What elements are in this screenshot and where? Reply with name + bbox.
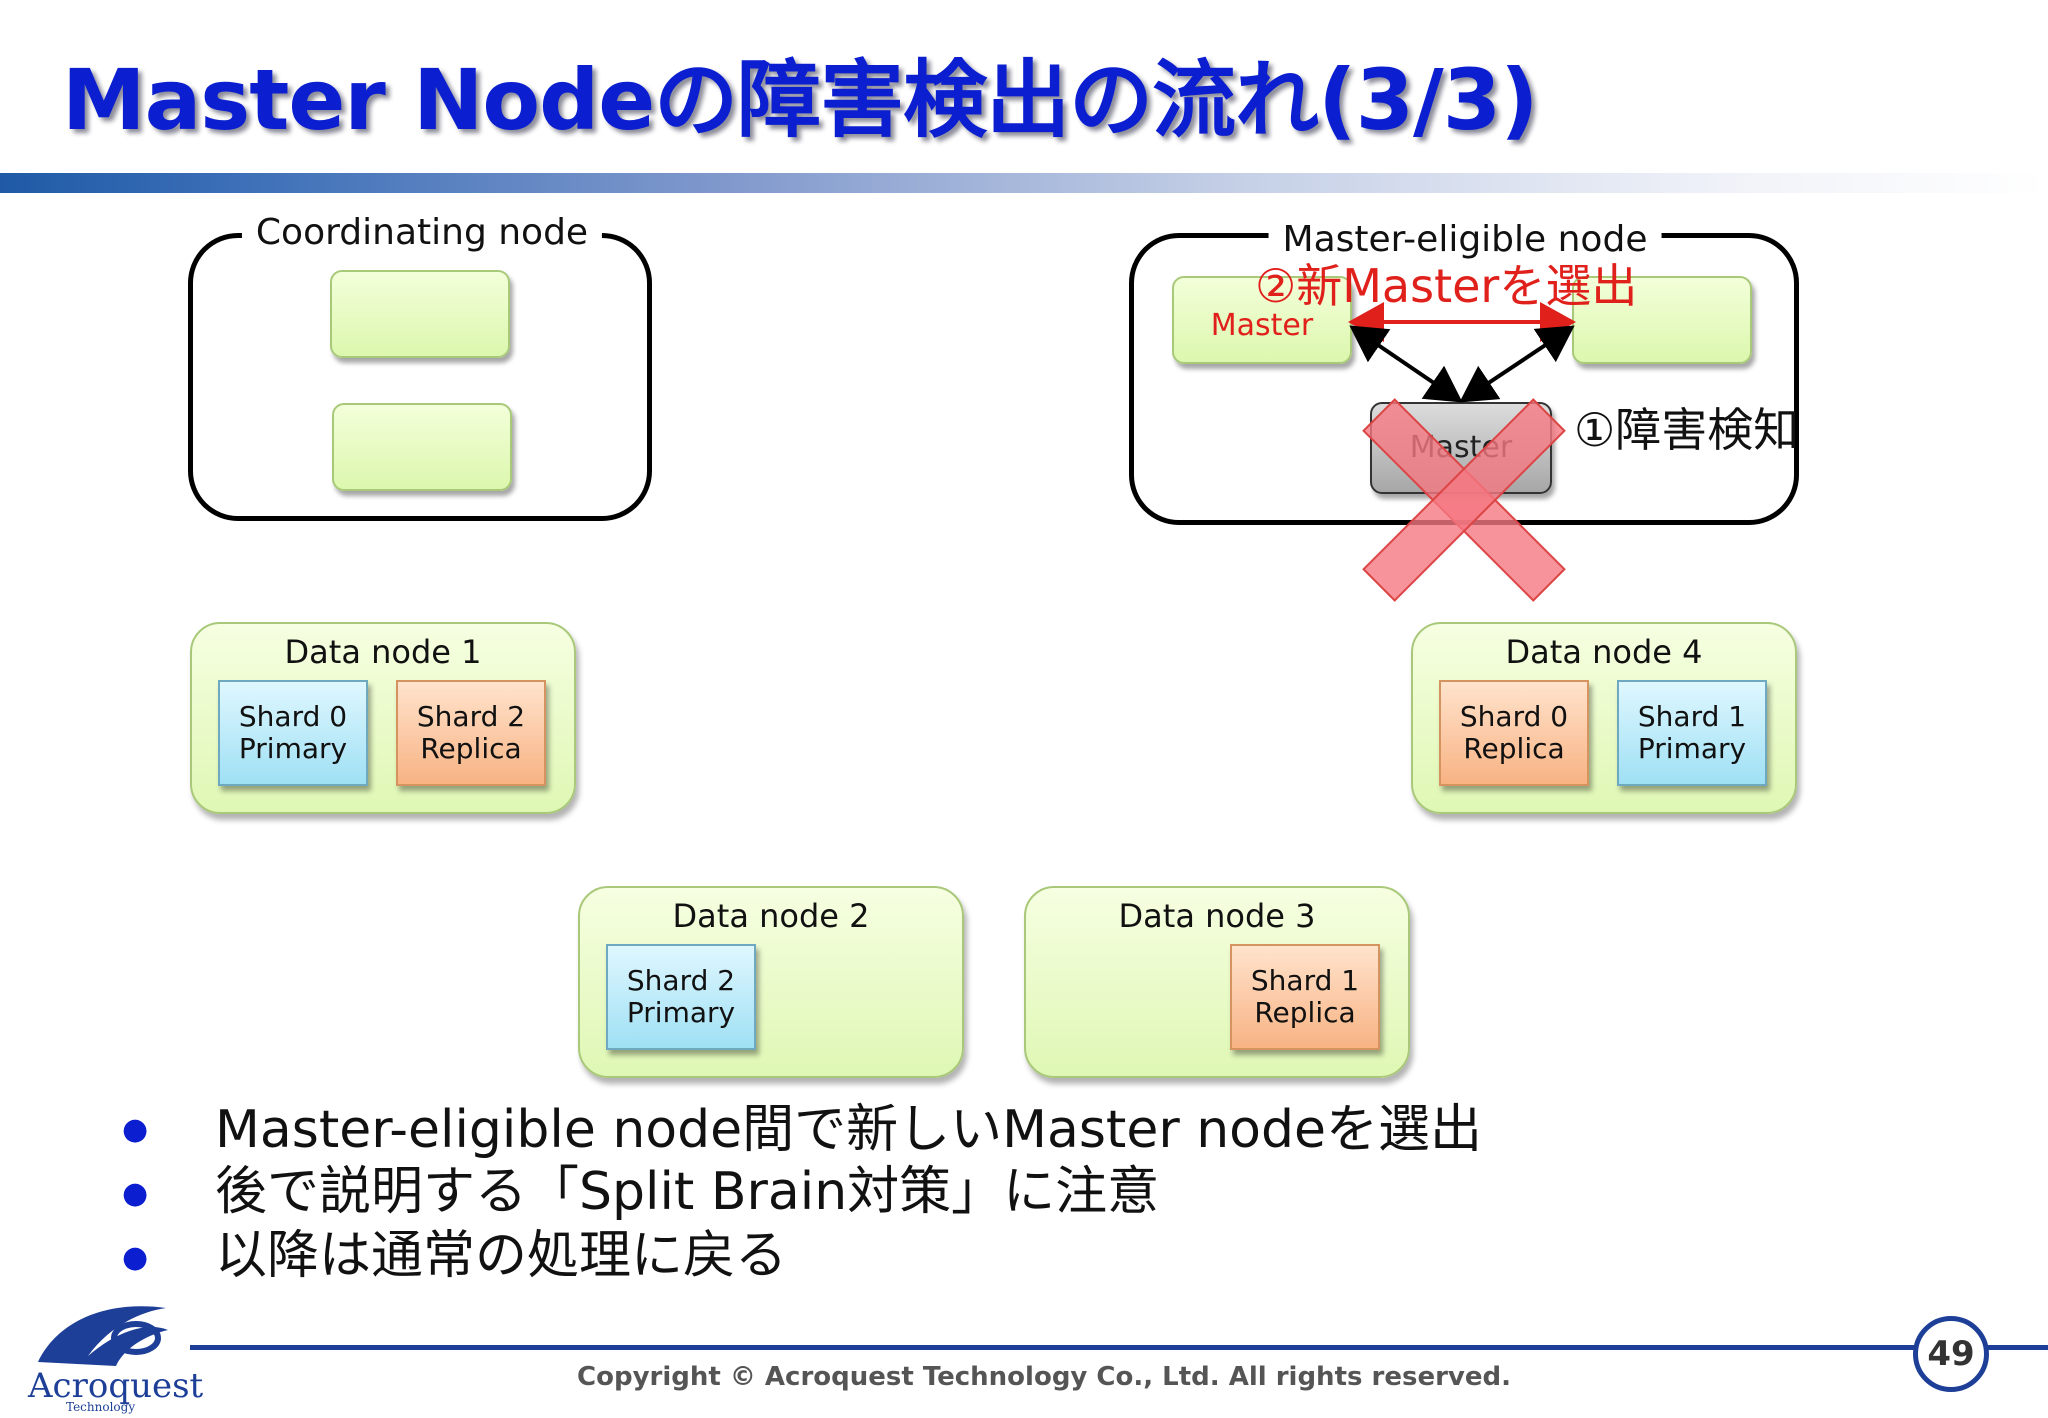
new-master-label: Master [1210,308,1314,343]
logo-swirl-icon [38,1306,168,1366]
title-underline-bar [0,173,2048,193]
bullet-dot-icon: ● [122,1176,149,1211]
bullet-item: 後で説明する「Split Brain対策」に注意 [215,1162,1160,1222]
bullet-dot-icon: ● [122,1112,149,1147]
election-annotation: ②新Masterを選出 [1255,259,1638,313]
detection-annotation: ①障害検知 [1574,403,1800,457]
cross-mark-icon [1362,398,1566,602]
footer-line [190,1345,1915,1350]
detection-arrow-left [1349,325,1463,403]
shard-name: Shard 0 [1459,700,1569,733]
bullet-dot-icon: ● [122,1240,149,1275]
shard-role: Primary [626,996,736,1029]
shard-name: Shard 1 [1250,964,1360,997]
coordinating-node-box-2 [332,403,512,491]
shard-role: Replica [1254,996,1356,1029]
bullet-item: 以降は通常の処理に戻る [215,1226,788,1286]
shard-name: Shard 1 [1637,700,1747,733]
shard-role: Replica [1463,732,1565,765]
page-title: Master Nodeの障害検出の流れ(3/3) [62,51,1539,149]
page-number: 49 [1913,1316,1989,1392]
master-eligible-node-3 [1572,276,1752,364]
shard-name: Shard 0 [238,700,348,733]
shard-role: Primary [1637,732,1747,765]
data-node-title: Data node 1 [284,633,482,671]
detection-arrow-right [1459,325,1575,403]
master-eligible-node-label: Master-eligible node [1268,218,1662,262]
new-master-node [1172,276,1352,364]
logo-text: Acroquest [28,1366,204,1406]
shard-role: Primary [238,732,348,765]
data-node-title: Data node 2 [672,897,870,935]
shard-name: Shard 2 [416,700,526,733]
coordinating-node-label: Coordinating node [241,211,603,255]
coordinating-node-box-1 [330,270,510,358]
footer-line-right [1985,1345,2048,1350]
copyright-text: Copyright © Acroquest Technology Co., Lt… [577,1362,1511,1392]
logo-subtext: Technology [66,1400,136,1414]
data-node-title: Data node 4 [1505,633,1703,671]
shard-role: Replica [420,732,522,765]
data-node-title: Data node 3 [1118,897,1316,935]
shard-name: Shard 2 [626,964,736,997]
bullet-item: Master-eligible node間で新しいMaster nodeを選出 [215,1100,1482,1160]
